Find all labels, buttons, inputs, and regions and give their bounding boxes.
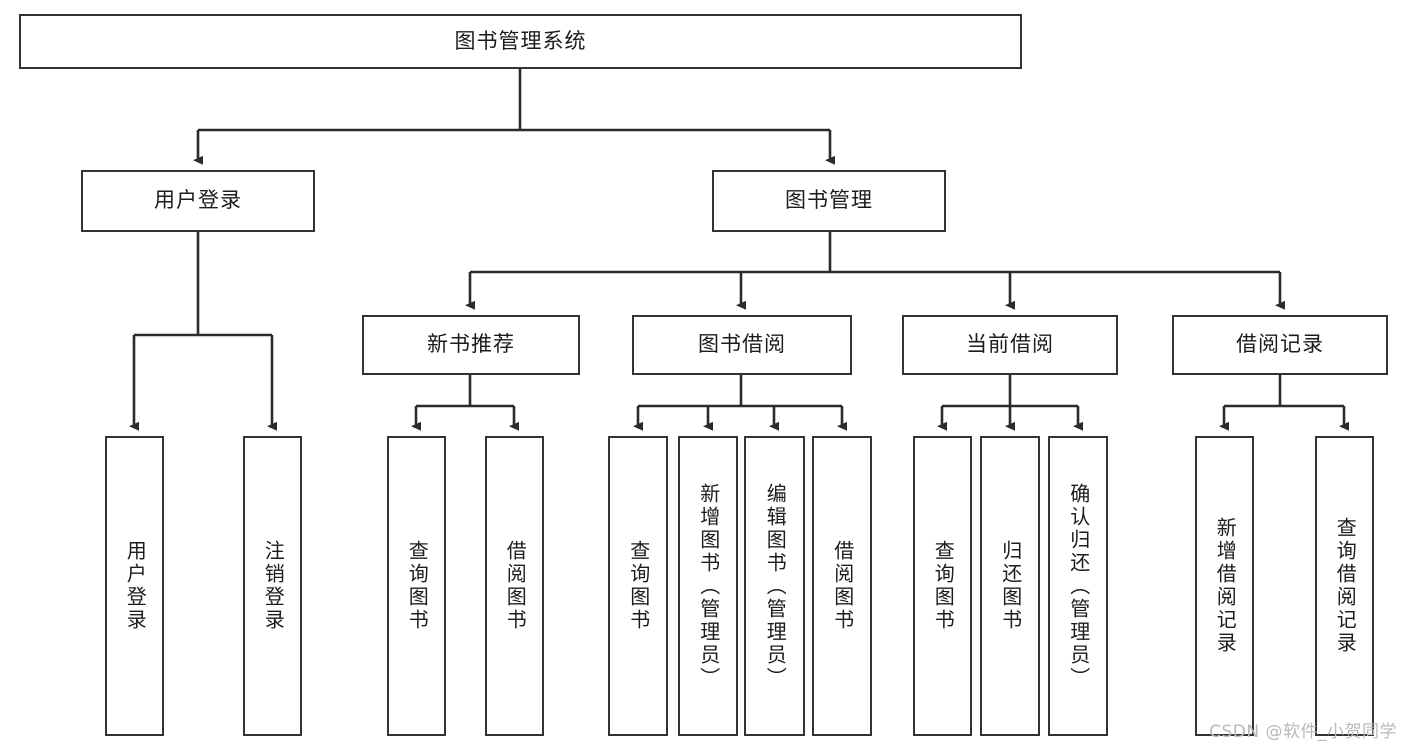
node-leaf-confirm-return-admin-label: 确认归还（管理员） [1066, 482, 1091, 690]
node-leaf-user-logout-label: 注销登录 [261, 540, 286, 632]
node-leaf-confirm-return-admin[interactable]: 确认归还（管理员） [1048, 436, 1108, 736]
node-leaf-edit-book-admin-label: 编辑图书（管理员） [763, 482, 788, 690]
node-leaf-return-book[interactable]: 归还图书 [980, 436, 1040, 736]
node-borrow-record[interactable]: 借阅记录 [1172, 315, 1388, 375]
node-book-borrow-label: 图书借阅 [698, 332, 786, 357]
node-root-system[interactable]: 图书管理系统 [19, 14, 1022, 69]
node-root-label: 图书管理系统 [454, 28, 587, 53]
node-leaf-add-borrow-record-label: 新增借阅记录 [1213, 517, 1238, 655]
node-leaf-query-book-3-label: 查询图书 [931, 540, 956, 632]
node-leaf-query-book-3[interactable]: 查询图书 [913, 436, 972, 736]
node-leaf-borrow-book-1[interactable]: 借阅图书 [485, 436, 544, 736]
node-book-manage[interactable]: 图书管理 [712, 170, 946, 232]
node-current-borrow[interactable]: 当前借阅 [902, 315, 1118, 375]
node-leaf-query-book-2[interactable]: 查询图书 [608, 436, 668, 736]
node-borrow-record-label: 借阅记录 [1236, 332, 1324, 357]
node-leaf-user-logout[interactable]: 注销登录 [243, 436, 302, 736]
node-leaf-query-book-1[interactable]: 查询图书 [387, 436, 446, 736]
node-current-borrow-label: 当前借阅 [966, 332, 1054, 357]
node-book-manage-label: 图书管理 [785, 188, 873, 213]
node-new-book-recommend[interactable]: 新书推荐 [362, 315, 580, 375]
node-user-login[interactable]: 用户登录 [81, 170, 315, 232]
node-leaf-edit-book-admin[interactable]: 编辑图书（管理员） [744, 436, 805, 736]
node-leaf-borrow-book-1-label: 借阅图书 [503, 540, 528, 632]
node-leaf-add-book-admin[interactable]: 新增图书（管理员） [678, 436, 738, 736]
node-leaf-add-borrow-record[interactable]: 新增借阅记录 [1195, 436, 1254, 736]
node-user-login-label: 用户登录 [154, 188, 242, 213]
node-leaf-query-borrow-record-label: 查询借阅记录 [1333, 517, 1358, 655]
node-leaf-query-borrow-record[interactable]: 查询借阅记录 [1315, 436, 1374, 736]
node-leaf-user-login[interactable]: 用户登录 [105, 436, 164, 736]
watermark-text: CSDN @软件_小贺同学 [1209, 722, 1397, 742]
node-new-book-recommend-label: 新书推荐 [427, 332, 515, 357]
node-leaf-borrow-book-2[interactable]: 借阅图书 [812, 436, 872, 736]
node-leaf-user-login-label: 用户登录 [123, 540, 148, 632]
node-leaf-add-book-admin-label: 新增图书（管理员） [696, 482, 721, 690]
node-leaf-return-book-label: 归还图书 [998, 540, 1023, 632]
node-leaf-query-book-1-label: 查询图书 [405, 540, 430, 632]
node-leaf-borrow-book-2-label: 借阅图书 [830, 540, 855, 632]
node-leaf-query-book-2-label: 查询图书 [626, 540, 651, 632]
node-book-borrow[interactable]: 图书借阅 [632, 315, 852, 375]
